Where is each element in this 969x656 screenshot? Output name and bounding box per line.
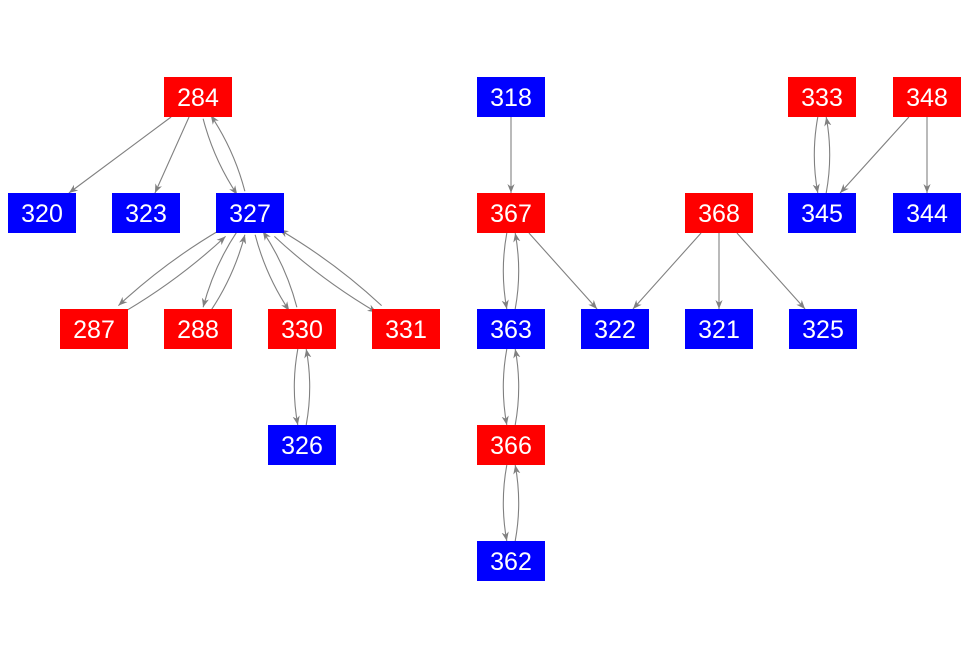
node-363: 363	[477, 309, 545, 349]
edge-348-to-345	[839, 116, 910, 194]
node-362: 362	[477, 541, 545, 581]
node-label: 348	[906, 84, 948, 112]
edge-345-to-333	[824, 116, 832, 194]
node-label: 320	[21, 200, 63, 228]
node-label: 321	[698, 316, 740, 344]
node-box	[893, 193, 961, 233]
edge-326-to-330	[304, 348, 312, 426]
node-333: 333	[788, 77, 856, 117]
node-box	[112, 193, 180, 233]
node-label: 327	[229, 200, 271, 228]
edge-327-to-331	[274, 235, 377, 313]
node-box	[581, 309, 649, 349]
node-box	[268, 309, 336, 349]
node-box	[893, 77, 961, 117]
node-367: 367	[477, 193, 545, 233]
node-327: 327	[216, 193, 284, 233]
node-box	[685, 193, 753, 233]
node-box	[8, 193, 76, 233]
node-box	[216, 193, 284, 233]
node-box	[685, 309, 753, 349]
node-321: 321	[685, 309, 753, 349]
edge-331-to-327	[279, 229, 382, 307]
node-label: 344	[906, 200, 948, 228]
node-label: 330	[281, 316, 323, 344]
edge-327-to-330	[254, 234, 290, 312]
edge-327-to-288	[201, 230, 238, 308]
node-box	[477, 77, 545, 117]
node-label: 287	[73, 316, 115, 344]
edge-288-to-327	[210, 234, 247, 312]
node-label: 318	[490, 84, 532, 112]
node-348: 348	[893, 77, 961, 117]
node-366: 366	[477, 425, 545, 465]
node-label: 331	[385, 316, 427, 344]
node-322: 322	[581, 309, 649, 349]
edge-363-to-367	[513, 232, 521, 310]
node-box	[788, 77, 856, 117]
node-344: 344	[893, 193, 961, 233]
node-label: 323	[125, 200, 167, 228]
edge-368-to-325	[736, 232, 806, 310]
edge-362-to-366	[513, 464, 521, 542]
node-368: 368	[685, 193, 753, 233]
node-label: 325	[802, 316, 844, 344]
node-label: 322	[594, 316, 636, 344]
node-325: 325	[789, 309, 857, 349]
edge-367-to-363	[501, 232, 509, 310]
edge-330-to-326	[292, 348, 300, 426]
node-box	[789, 309, 857, 349]
edge-327-to-287	[118, 229, 221, 307]
node-box	[477, 193, 545, 233]
node-label: 326	[281, 432, 323, 460]
edge-368-to-322	[632, 232, 702, 310]
node-326: 326	[268, 425, 336, 465]
node-label: 333	[801, 84, 843, 112]
edge-327-to-284	[210, 114, 246, 192]
node-345: 345	[788, 193, 856, 233]
node-label: 288	[177, 316, 219, 344]
node-box	[164, 309, 232, 349]
node-label: 362	[490, 548, 532, 576]
nodes-layer: 284 318 333 348 320 323 327 367 368 345 344 287 288 3…	[8, 77, 961, 581]
edge-284-to-323	[154, 116, 190, 194]
node-330: 330	[268, 309, 336, 349]
node-label: 368	[698, 200, 740, 228]
node-323: 323	[112, 193, 180, 233]
node-label: 367	[490, 200, 532, 228]
edge-287-to-327	[123, 235, 226, 313]
node-box	[477, 541, 545, 581]
node-box	[477, 425, 545, 465]
edge-366-to-363	[513, 348, 521, 426]
node-box	[60, 309, 128, 349]
edge-363-to-366	[501, 348, 509, 426]
node-box	[788, 193, 856, 233]
node-label: 366	[490, 432, 532, 460]
node-box	[372, 309, 440, 349]
edge-284-to-320	[68, 116, 172, 194]
edge-284-to-327	[202, 118, 238, 196]
edge-367-to-322	[528, 232, 598, 310]
edge-366-to-362	[501, 464, 509, 542]
edges-layer	[68, 114, 931, 542]
node-331: 331	[372, 309, 440, 349]
node-320: 320	[8, 193, 76, 233]
node-label: 284	[177, 84, 219, 112]
node-box	[164, 77, 232, 117]
node-287: 287	[60, 309, 128, 349]
node-box	[477, 309, 545, 349]
node-284: 284	[164, 77, 232, 117]
edge-333-to-345	[812, 116, 820, 194]
node-288: 288	[164, 309, 232, 349]
node-label: 345	[801, 200, 843, 228]
node-318: 318	[477, 77, 545, 117]
edge-330-to-327	[262, 230, 298, 308]
node-box	[268, 425, 336, 465]
node-label: 363	[490, 316, 532, 344]
